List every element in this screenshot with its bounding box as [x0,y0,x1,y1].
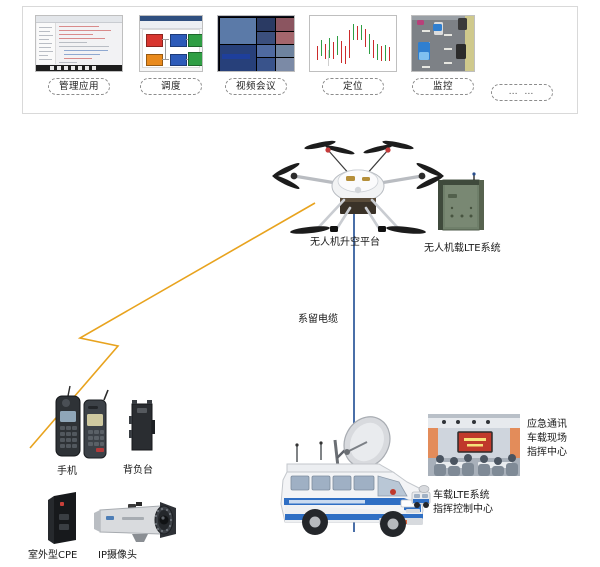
app-label-dispatch[interactable]: 调度 [140,78,202,95]
app-label-surveillance[interactable]: 监控 [412,78,474,95]
backpack-label: 背负台 [123,465,153,476]
ip-camera-icon [94,502,176,542]
handset-devices-icon [55,385,109,459]
application-thumbnail-strip: 管理应用 调度 [33,15,573,107]
app-item-video-conference[interactable]: 视频会议 [217,15,295,95]
app-item-positioning[interactable]: 定位 [309,15,397,95]
drone-lte-label: 无人机载LTE系统 [424,243,501,254]
tether-cable-line [353,202,355,532]
tethered-drone-icon [272,140,444,234]
app-label-management[interactable]: 管理应用 [48,78,110,95]
outdoor-cpe-icon [48,492,76,544]
app-item-management[interactable]: 管理应用 [35,15,123,95]
ide-screenshot-thumbnail[interactable] [35,15,123,72]
app-item-more[interactable]: … … [491,78,553,101]
app-label-positioning[interactable]: 定位 [322,78,384,95]
candlestick-chart-thumbnail[interactable] [309,15,397,72]
airborne-lte-unit-icon [438,172,484,231]
command-center-line1: 应急通讯 [527,419,567,430]
drone-platform-label: 无人机升空平台 [310,237,380,248]
phone-label: 手机 [57,466,77,477]
ipcam-label: IP摄像头 [98,550,137,561]
cpe-label: 室外型CPE [28,550,78,561]
flowchart-dispatch-thumbnail[interactable] [139,15,203,72]
traffic-surveillance-thumbnail[interactable] [411,15,475,72]
app-item-dispatch[interactable]: 调度 [139,15,203,95]
vehicle-lte-label-line1: 车载LTE系统 [433,490,490,501]
command-center-line2: 车载现场 [527,433,567,444]
small-vehicle-glyph-icon [411,485,431,508]
app-item-surveillance[interactable]: 监控 [411,15,475,95]
application-panel: 管理应用 调度 [22,6,578,114]
command-center-line3: 指挥中心 [527,447,567,458]
lte-command-vehicle-icon [280,416,424,537]
app-label-video-conference[interactable]: 视频会议 [225,78,287,95]
vehicle-lte-label-line2: 指挥控制中心 [433,504,493,515]
video-conference-wall-thumbnail[interactable] [217,15,295,72]
backpack-station-icon [129,400,155,451]
network-topology-scene: 系留电缆 [0,118,600,567]
app-label-more[interactable]: … … [491,84,553,101]
tether-cable-label: 系留电缆 [298,314,338,325]
command-center-photo [428,414,520,476]
